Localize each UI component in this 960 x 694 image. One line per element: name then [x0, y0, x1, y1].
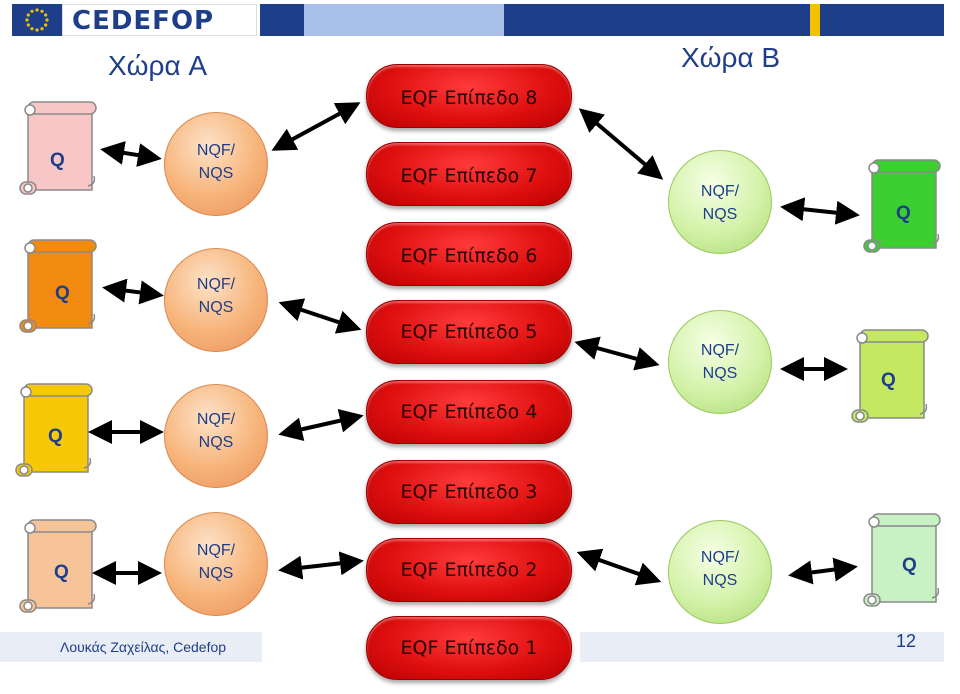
eu-flag-icon	[12, 4, 62, 36]
cedefop-logo: CEDEFOP	[72, 6, 215, 36]
arrow-nqf-eqf-a1	[271, 102, 361, 151]
qualification-label: Q	[902, 555, 917, 576]
arrow-q-nqf-a1	[100, 141, 162, 167]
arrow-eqf-nqf-b3	[576, 548, 662, 586]
eqf-level-label: EQF Επίπεδο 5	[400, 321, 538, 343]
arrow-nqf-q-b1	[780, 197, 860, 225]
nqf-circle-b-3: NQF/ NQS	[668, 520, 772, 624]
arrow-eqf-nqf-b2	[574, 336, 660, 371]
eqf-level-1: EQF Επίπεδο 1	[366, 616, 572, 680]
arrow-nqf-eqf-a4	[278, 551, 364, 580]
header-bar	[0, 0, 960, 40]
arrow-nqf-eqf-a2	[278, 298, 362, 334]
nqf-line-1: NQF/	[196, 542, 236, 559]
arrow-q-nqf-a2	[102, 278, 164, 305]
eqf-level-8: EQF Επίπεδο 8	[366, 64, 572, 128]
header-segment-2	[304, 4, 504, 36]
arrow-nqf-q-b3	[788, 557, 858, 585]
nqf-circle-a-2: NQF/ NQS	[164, 248, 268, 352]
nqf-line-1: NQF/	[196, 142, 236, 159]
nqf-line-2: NQS	[198, 165, 234, 182]
footer-author: Λουκάς Ζαχείλας, Cedefop	[60, 639, 227, 655]
nqf-line-2: NQS	[198, 434, 234, 451]
header-segment-4	[810, 4, 820, 36]
country-a-title: Χώρα A	[108, 50, 208, 81]
footer-bar-left	[0, 632, 262, 662]
eqf-level-6: EQF Επίπεδο 6	[366, 222, 572, 286]
nqf-circle-b-1: NQF/ NQS	[668, 150, 772, 254]
page-number: 12	[896, 631, 917, 651]
nqf-line-2: NQS	[198, 299, 234, 316]
eqf-level-2: EQF Επίπεδο 2	[366, 538, 572, 602]
nqf-line-1: NQF/	[700, 183, 740, 200]
footer-bar-right	[580, 632, 944, 662]
qualification-label: Q	[50, 150, 65, 171]
arrow-eqf-nqf-b1	[578, 108, 664, 180]
eqf-level-label: EQF Επίπεδο 2	[400, 559, 538, 581]
eqf-level-label: EQF Επίπεδο 8	[400, 87, 538, 109]
nqf-circle-b-2: NQF/ NQS	[668, 310, 772, 414]
nqf-line-2: NQS	[702, 206, 738, 223]
qualification-label: Q	[896, 203, 911, 224]
eqf-level-label: EQF Επίπεδο 6	[400, 245, 538, 267]
nqf-line-2: NQS	[702, 365, 738, 382]
nqf-line-2: NQS	[702, 572, 738, 589]
nqf-circle-a-3: NQF/ NQS	[164, 384, 268, 488]
eqf-level-4: EQF Επίπεδο 4	[366, 380, 572, 444]
eqf-level-label: EQF Επίπεδο 1	[400, 637, 538, 659]
nqf-circle-a-1: NQF/ NQS	[164, 112, 268, 216]
header-segment-5	[820, 4, 944, 36]
eqf-level-5: EQF Επίπεδο 5	[366, 300, 572, 364]
nqf-line-1: NQF/	[196, 411, 236, 428]
nqf-line-1: NQF/	[196, 276, 236, 293]
qualification-label: Q	[54, 562, 69, 583]
header-segment-1	[260, 4, 304, 36]
header-segment-3	[504, 4, 810, 36]
qualification-label: Q	[881, 370, 896, 391]
nqf-circle-a-4: NQF/ NQS	[164, 512, 268, 616]
qualification-label: Q	[55, 283, 70, 304]
nqf-line-1: NQF/	[700, 549, 740, 566]
eqf-level-3: EQF Επίπεδο 3	[366, 460, 572, 524]
country-b-title: Χώρα B	[681, 42, 781, 73]
qualification-label: Q	[48, 426, 63, 447]
eqf-level-7: EQF Επίπεδο 7	[366, 142, 572, 206]
nqf-line-2: NQS	[198, 565, 234, 582]
eqf-level-label: EQF Επίπεδο 3	[400, 481, 538, 503]
eqf-level-label: EQF Επίπεδο 4	[400, 401, 538, 423]
arrow-nqf-eqf-a3	[278, 408, 364, 442]
eqf-level-label: EQF Επίπεδο 7	[400, 165, 538, 187]
logo-box	[62, 4, 257, 36]
nqf-line-1: NQF/	[700, 342, 740, 359]
